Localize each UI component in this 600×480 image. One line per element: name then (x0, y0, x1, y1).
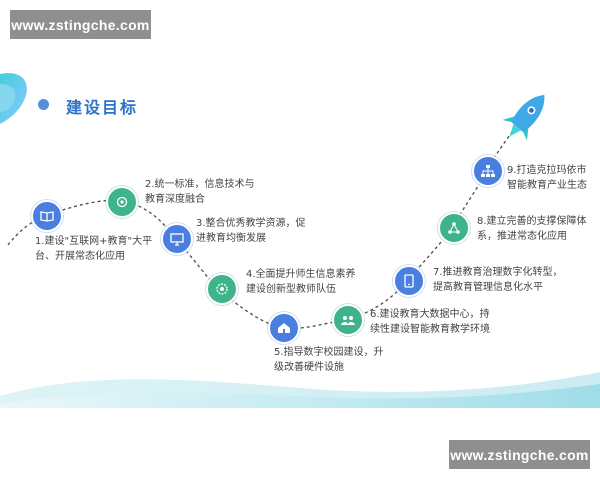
step-8-label: 8.建立完善的支撑保障体 系，推进常态化应用 (477, 214, 587, 244)
top-left-wave (0, 73, 27, 124)
monitor-icon (161, 223, 193, 255)
step-6-line1: 6.建设教育大数据中心，持 (370, 309, 490, 320)
network-icon (438, 212, 470, 244)
step-6-label: 6.建设教育大数据中心，持 续性建设智能教育教学环境 (370, 307, 490, 337)
tablet-icon (393, 265, 425, 297)
step-6-line2: 续性建设智能教育教学环境 (370, 324, 490, 335)
people-icon (332, 304, 364, 336)
step-4-line2: 建设创新型教师队伍 (246, 284, 336, 295)
step-8-line1: 8.建立完善的支撑保障体 (477, 216, 587, 227)
step-9-line1: 9.打造克拉玛依市 (507, 165, 587, 176)
gear-icon (106, 186, 138, 218)
step-1-line2: 台、开展常态化应用 (35, 251, 125, 262)
step-2-label: 2.统一标准，信息技术与 教育深度融合 (145, 177, 255, 207)
watermark-top: www.zstingche.com (10, 10, 151, 39)
title-bullet (38, 99, 49, 110)
bottom-wave (0, 372, 600, 408)
step-7-line2: 提高教育管理信息化水平 (433, 282, 543, 293)
step-3-label: 3.整合优秀教学资源，促 进教育均衡发展 (196, 216, 306, 246)
step-9-line2: 智能教育产业生态 (507, 180, 587, 191)
step-1-label: 1.建设"互联网+教育"大平 台、开展常态化应用 (35, 234, 152, 264)
step-2-line1: 2.统一标准，信息技术与 (145, 179, 255, 190)
step-5-label: 5.指导数字校园建设，升 级改善硬件设施 (274, 345, 384, 375)
step-9-label: 9.打造克拉玛依市 智能教育产业生态 (507, 163, 587, 193)
watermark-bottom: www.zstingche.com (449, 440, 590, 469)
book-icon (31, 200, 63, 232)
step-4-label: 4.全面提升师生信息素养 建设创新型教师队伍 (246, 267, 356, 297)
step-1-line1: 1.建设"互联网+教育"大平 (35, 236, 153, 247)
rocket-icon (502, 95, 545, 141)
step-2-line2: 教育深度融合 (145, 194, 205, 205)
step-3-line2: 进教育均衡发展 (196, 233, 266, 244)
org-chart-icon (472, 155, 504, 187)
step-5-line2: 级改善硬件设施 (274, 362, 344, 373)
step-8-line2: 系，推进常态化应用 (477, 231, 567, 242)
step-7-line1: 7.推进教育治理数字化转型， (433, 267, 563, 278)
settings-icon (206, 273, 238, 305)
step-7-label: 7.推进教育治理数字化转型， 提高教育管理信息化水平 (433, 265, 563, 295)
school-icon (268, 312, 300, 344)
step-4-line1: 4.全面提升师生信息素养 (246, 269, 356, 280)
page-title: 建设目标 (66, 98, 139, 117)
step-5-line1: 5.指导数字校园建设，升 (274, 347, 384, 358)
step-3-line1: 3.整合优秀教学资源，促 (196, 218, 306, 229)
